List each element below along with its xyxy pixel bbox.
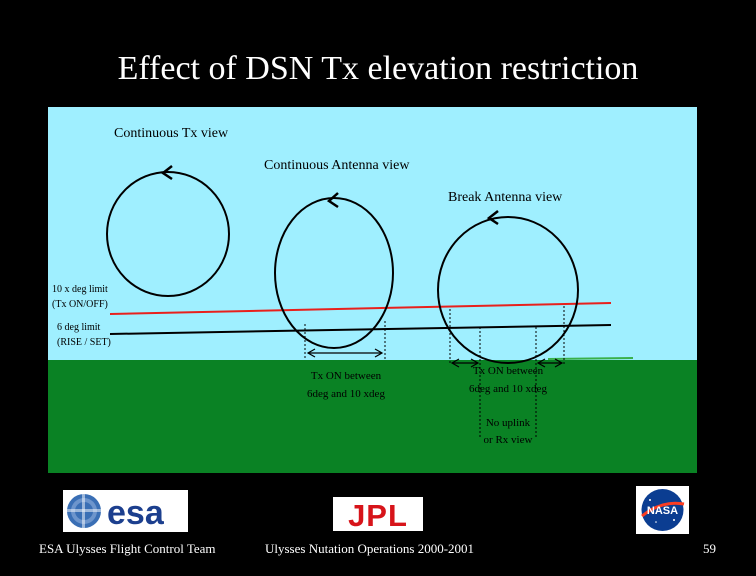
label-tx-on-2: Tx ON between [472,365,544,377]
nasa-meatball-icon: NASA [641,489,685,531]
jpl-logo-mark: JPL [348,498,408,533]
arrow-head [450,358,460,368]
orbit-diagram [106,165,634,437]
arrow-head [470,358,480,368]
limit-6-line [109,324,612,335]
label-limit-10: 10 x deg limit [52,284,108,295]
diagram-panel: Continuous Tx view Continuous Antenna vi… [48,107,697,473]
label-limit-6-sub: (RISE / SET) [57,337,111,348]
label-no-uplink-sub: or Rx view [483,434,533,446]
arrow-head [306,348,316,358]
label-tx-on-1: Tx ON between [310,370,382,382]
orbit-circle-break [437,216,579,364]
label-continuous-antenna: Continuous Antenna view [264,158,410,173]
label-limit-6: 6 deg limit [57,322,101,333]
direction-arrow-tx [160,165,173,181]
label-tx-on-2-sub: 6deg and 10 xdeg [469,383,547,395]
label-tx-on-1-sub: 6deg and 10 xdeg [307,388,385,400]
label-limit-10-sub: (Tx ON/OFF) [52,299,108,310]
arrow-head [536,358,546,368]
esa-logo-mark: esa [65,492,165,532]
ground-area [48,360,697,473]
jpl-logo-text: JPL [348,498,408,531]
direction-arrow-antenna [326,192,339,209]
direction-arrow-break [486,210,499,226]
arrow-head [374,348,384,358]
esa-logo-text: esa [107,494,165,532]
label-break-antenna: Break Antenna view [448,190,563,205]
orbit-circle-tx [106,171,230,297]
horizon-highlight [547,357,634,360]
nasa-logo-text: NASA [647,505,678,517]
jpl-logo: JPL [333,497,423,533]
footer-team: ESA Ulysses Flight Control Team [39,541,216,556]
label-continuous-tx: Continuous Tx view [114,126,229,141]
nasa-logo: NASA [636,486,689,534]
footer-subtitle: Ulysses Nutation Operations 2000-2001 [265,541,475,556]
page-number: 59 [703,541,716,556]
limit-10-line [109,302,612,315]
esa-logo: esa [63,490,188,532]
slide-title: Effect of DSN Tx elevation restriction [117,50,639,87]
orbit-circle-antenna [274,197,394,349]
arrow-head [554,358,564,368]
label-no-uplink: No uplink [485,417,531,429]
